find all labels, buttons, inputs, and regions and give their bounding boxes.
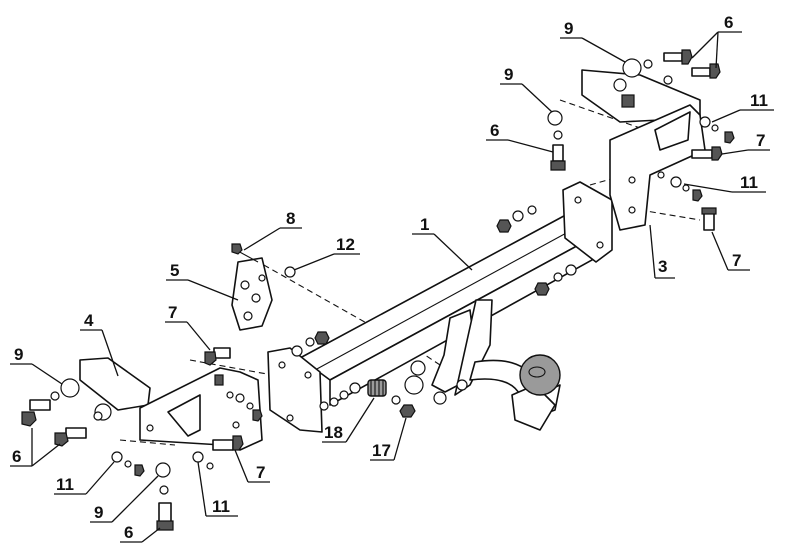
- callout-6-mid-right: 6: [490, 121, 499, 140]
- callout-12: 12: [336, 235, 355, 254]
- socket-hardware: [319, 360, 426, 418]
- callout-3: 3: [658, 257, 667, 276]
- left-bracket-4: [79, 357, 263, 451]
- callout-7-left-lower: 7: [256, 463, 265, 482]
- ball-mount: [431, 299, 561, 431]
- callout-7-right-upper: 7: [756, 131, 765, 150]
- right-fasteners: [547, 49, 735, 231]
- callout-9-bottom: 9: [94, 503, 103, 522]
- callout-labels: 1 3 4 5 6 6 6 6 7 7 7 7 8 9 9 9 9 11 11 …: [12, 13, 768, 542]
- callout-18: 18: [324, 423, 343, 442]
- callout-17: 17: [372, 441, 391, 460]
- callout-6-top-right: 6: [724, 13, 733, 32]
- callout-11-right-upper: 11: [750, 91, 768, 110]
- callout-7-left-upper: 7: [168, 303, 177, 322]
- callout-9-mid-right: 9: [504, 65, 513, 84]
- callout-8: 8: [286, 209, 295, 228]
- left-fasteners: [21, 347, 263, 531]
- callout-9-left: 9: [14, 345, 23, 364]
- right-bracket-3: [581, 69, 706, 231]
- callout-5: 5: [170, 261, 179, 280]
- callout-11-bottom: 11: [212, 497, 230, 516]
- callout-9-top-right: 9: [564, 19, 573, 38]
- main-crossbar: [267, 181, 613, 433]
- callout-6-bottom: 6: [124, 523, 133, 542]
- callout-6-left: 6: [12, 447, 21, 466]
- callout-1: 1: [420, 215, 429, 234]
- callout-11-left: 11: [56, 475, 74, 494]
- callout-7-right-lower: 7: [732, 251, 741, 270]
- bar-fasteners: [291, 205, 577, 357]
- leader-lines: [10, 31, 774, 543]
- callout-11-right-lower: 11: [740, 173, 758, 192]
- side-plate-5: [231, 243, 296, 331]
- callout-4: 4: [84, 311, 94, 330]
